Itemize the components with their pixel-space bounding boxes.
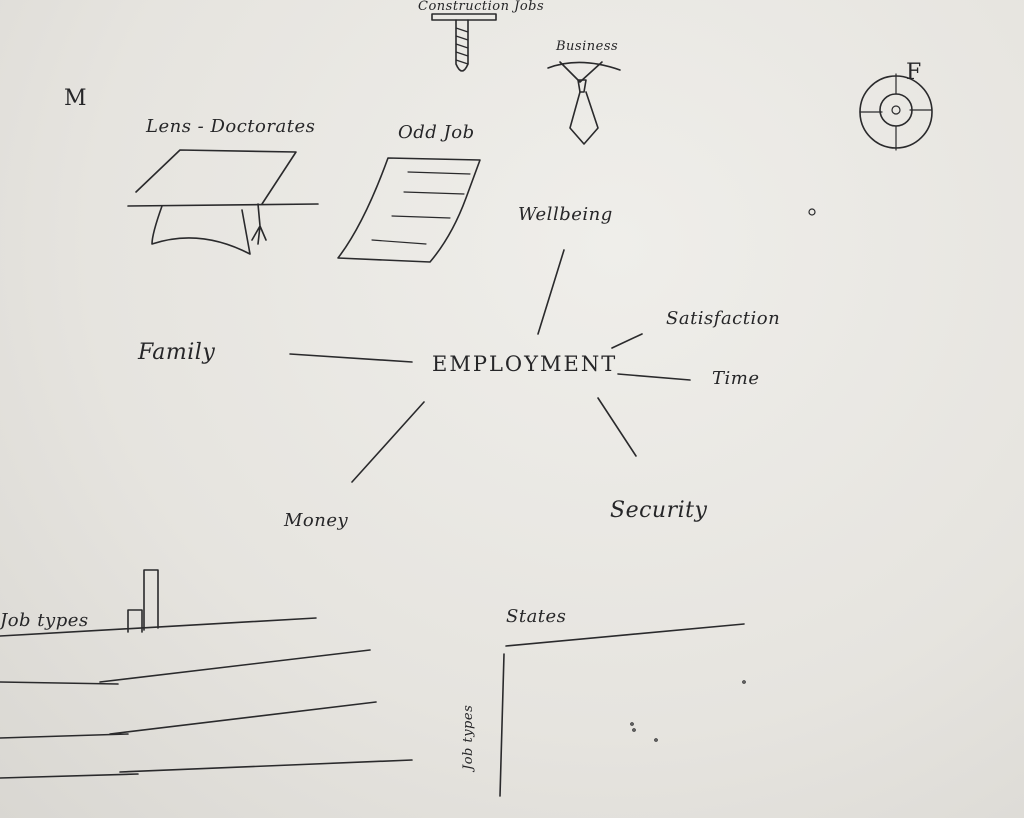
- spoke-time: [617, 373, 691, 381]
- branch-satisfaction: Satisfaction: [666, 308, 781, 329]
- branch-security: Security: [610, 498, 708, 523]
- mindmap-center: EMPLOYMENT: [432, 352, 618, 376]
- dot-mark: [808, 208, 816, 216]
- construction-bolt-icon: [431, 13, 497, 72]
- spoke-family: [289, 353, 413, 363]
- document-icon: [337, 157, 481, 263]
- branch-wellbeing: Wellbeing: [518, 204, 613, 225]
- graduation-label: Lens - Doctorates: [146, 116, 316, 137]
- target-icon: [859, 73, 933, 151]
- branch-money: Money: [284, 510, 349, 531]
- bottom-left-label: Job types: [0, 610, 89, 631]
- business-tie-icon: [547, 61, 621, 145]
- bottom-left-chart: [0, 569, 413, 779]
- bottom-right-y-label: Job types: [461, 704, 476, 770]
- graduation-cap-icon: [127, 149, 319, 255]
- spoke-security: [597, 397, 637, 457]
- mindmap-spokes: [289, 249, 691, 483]
- branch-time: Time: [712, 368, 760, 389]
- paper-label: Odd Job: [398, 122, 475, 143]
- construction-label: Construction Jobs: [418, 0, 545, 14]
- bottom-right-chart-axes: [499, 623, 746, 797]
- spoke-money: [351, 401, 425, 483]
- business-label: Business: [556, 39, 619, 54]
- branch-family: Family: [138, 340, 216, 365]
- corner-letter-m: M: [64, 86, 88, 111]
- bottom-right-x-label: States: [506, 606, 567, 627]
- corner-letter-f: F: [906, 60, 922, 85]
- spoke-satisfaction: [611, 333, 643, 349]
- spoke-wellbeing: [537, 249, 565, 335]
